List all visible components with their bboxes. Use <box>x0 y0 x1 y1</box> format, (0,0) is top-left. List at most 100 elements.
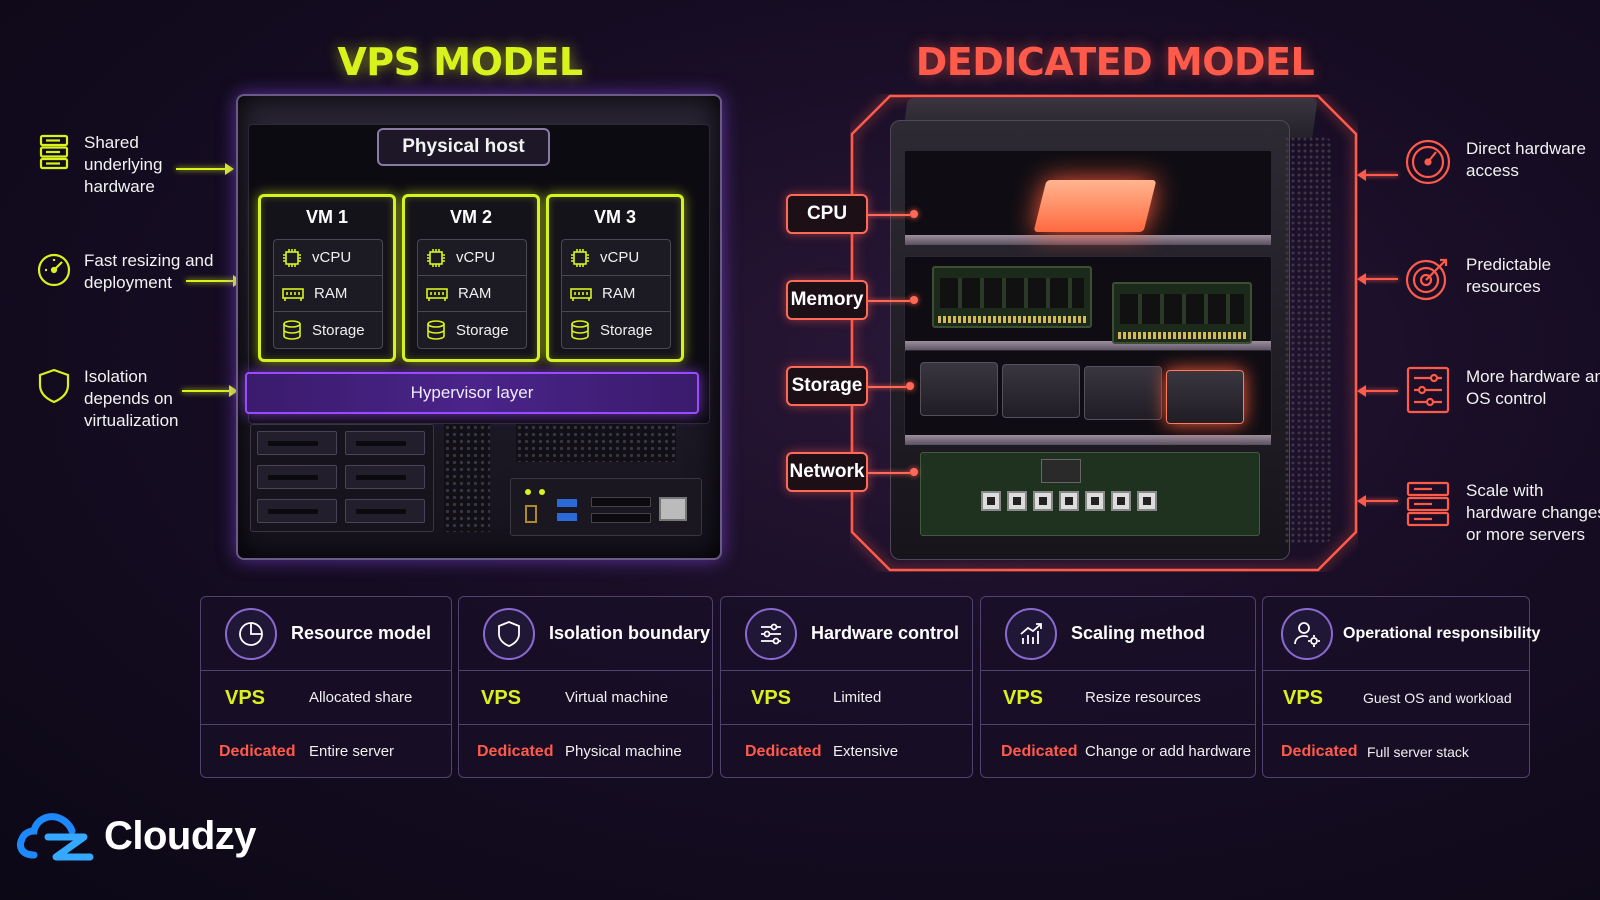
dedicated-note-scale: Scale with hardware changes or more serv… <box>1404 480 1600 550</box>
hw-label-network: Network <box>786 452 868 492</box>
physical-host-label: Physical host <box>377 128 550 166</box>
dedicated-note-direct-access: Direct hardware access <box>1404 138 1600 208</box>
vps-model-title: VPS MODEL <box>337 40 583 84</box>
note-text: Predictable resources <box>1466 255 1552 296</box>
database-icon <box>427 320 445 340</box>
arrow-right <box>186 275 242 287</box>
dedicated-key: Dedicated <box>1001 743 1078 760</box>
gauge-icon <box>1405 139 1451 185</box>
ram-module <box>1112 282 1252 344</box>
dedicated-note-control: More hardware and OS control <box>1404 366 1600 436</box>
vps-value: Virtual machine <box>565 689 669 706</box>
arrow-right <box>176 163 234 175</box>
arrow-left <box>1357 385 1398 397</box>
ram-stick-icon <box>426 287 448 301</box>
note-text: Fast resizing and deployment <box>84 251 214 292</box>
vent-grill <box>516 424 676 462</box>
note-text: More hardware and OS control <box>1466 367 1600 408</box>
database-icon <box>571 320 589 340</box>
hw-label-cpu: CPU <box>786 194 868 234</box>
cloud-z-logo-icon <box>17 813 94 861</box>
vps-value: Resize resources <box>1085 689 1201 706</box>
vm-row-label: Storage <box>456 321 509 339</box>
note-text: Scale with hardware changes or more serv… <box>1466 481 1600 544</box>
vm-row-ram: RAM <box>562 276 670 312</box>
brand-name: Cloudzy <box>104 813 257 858</box>
card-title: Isolation boundary <box>549 623 711 643</box>
comparison-card-scaling-method: Scaling method VPS Resize resources Dedic… <box>980 596 1256 778</box>
arrow-left <box>1357 273 1398 285</box>
connector-line <box>868 472 910 474</box>
sliders-icon <box>761 623 781 644</box>
dedicated-note-predictable: Predictable resources <box>1404 254 1600 314</box>
vps-key: VPS <box>1003 687 1044 709</box>
vps-value: Limited <box>833 689 882 706</box>
connector-line <box>868 386 906 388</box>
brand-logo[interactable]: Cloudzy <box>16 806 276 866</box>
dedicated-key: Dedicated <box>477 743 554 760</box>
dedicated-value: Physical machine <box>565 743 682 760</box>
vm-row-storage: Storage <box>418 312 526 348</box>
vps-value: Allocated share <box>309 689 413 706</box>
speedometer-icon <box>37 253 71 287</box>
note-text: Shared underlying hardware <box>84 133 163 196</box>
vm-row-label: Storage <box>312 321 365 339</box>
vm-row-ram: RAM <box>274 276 382 312</box>
vps-value: Guest OS and workload <box>1363 690 1512 706</box>
shield-icon <box>498 620 520 647</box>
io-ports-panel <box>510 478 702 536</box>
dedicated-value: Entire server <box>309 743 395 760</box>
user-gear-icon <box>1294 621 1320 647</box>
arrow-left <box>1357 169 1398 181</box>
vm-title: VM 1 <box>305 207 348 227</box>
target-icon <box>1405 258 1448 301</box>
dedicated-value: Change or add hardware <box>1085 743 1251 760</box>
cpu-chip-icon <box>283 248 301 267</box>
arrow-left <box>1357 495 1398 507</box>
network-card <box>920 452 1260 536</box>
vm-row-label: RAM <box>314 285 348 302</box>
vps-note-shared-hardware: Shared underlying hardware <box>36 132 246 202</box>
connector-dot <box>910 468 918 476</box>
dedicated-key: Dedicated <box>1281 743 1358 760</box>
sliders-panel-icon <box>1406 366 1450 414</box>
connector-line <box>868 300 910 302</box>
arrow-right <box>182 385 238 397</box>
vm-row-label: Storage <box>600 321 653 339</box>
drive-bays <box>250 424 434 532</box>
vm-row-vcpu: vCPU <box>562 240 670 276</box>
note-text: Direct hardware access <box>1466 139 1586 180</box>
ram-module <box>932 266 1092 328</box>
connector-dot <box>906 382 914 390</box>
drive <box>1166 370 1244 424</box>
connector-dot <box>910 210 918 218</box>
vps-key: VPS <box>751 687 792 709</box>
connector-line <box>868 214 910 216</box>
connector-dot <box>910 296 918 304</box>
server-side-vent <box>1284 136 1332 544</box>
dedicated-key: Dedicated <box>219 743 296 760</box>
hw-label-memory: Memory <box>786 280 868 320</box>
growth-chart-icon <box>1020 622 1042 644</box>
dedicated-glow-frame <box>850 94 1358 572</box>
pie-chart-icon <box>239 621 263 646</box>
vm-card-1: VM 1 vCPU RAM Storage <box>258 194 396 362</box>
vm-row-label: vCPU <box>312 249 352 266</box>
server-stack-icon <box>1406 481 1450 527</box>
vm-row-label: RAM <box>458 285 492 302</box>
shield-icon <box>38 368 70 404</box>
drive <box>1084 366 1162 420</box>
vps-key: VPS <box>225 687 266 709</box>
card-title: Scaling method <box>1071 623 1206 643</box>
vent-grill <box>444 424 490 532</box>
vm-title: VM 3 <box>593 207 636 227</box>
drive <box>1002 364 1080 418</box>
vps-note-isolation: Isolation depends on virtualization <box>36 366 246 436</box>
dedicated-key: Dedicated <box>745 743 822 760</box>
dedicated-value: Full server stack <box>1367 744 1469 760</box>
vm-row-storage: Storage <box>562 312 670 348</box>
card-title: Resource model <box>291 623 432 643</box>
